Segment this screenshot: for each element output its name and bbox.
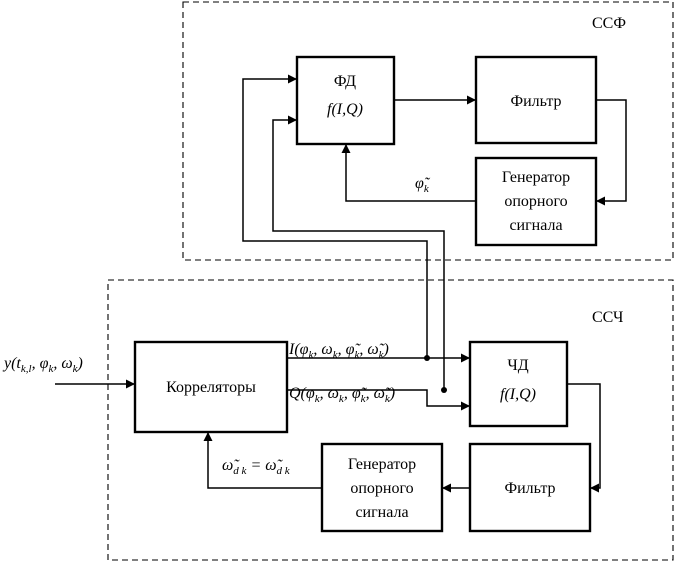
arrow-generator-bottom-to-correlators bbox=[203, 432, 322, 489]
chd-function: f(I,Q) bbox=[500, 386, 536, 403]
arrow-q-tap-to-fd bbox=[272, 115, 445, 390]
filter-top-label: Фильтр bbox=[510, 93, 561, 110]
phase-estimate-label: φ̃k bbox=[415, 175, 431, 195]
arrow-generator-top-to-fd bbox=[341, 144, 476, 202]
generator-top-block: Генератор опорного сигнала bbox=[474, 156, 598, 247]
arrow-i-tap-to-fd bbox=[242, 74, 428, 358]
fd-function: f(I,Q) bbox=[327, 101, 363, 118]
region-ssch-label: ССЧ bbox=[592, 309, 623, 326]
fd-block: ФД f(I,Q) bbox=[295, 55, 396, 146]
arrow-chd-to-filter bbox=[567, 383, 601, 493]
generator-top-line-3: сигнала bbox=[509, 217, 562, 234]
correlators-block: Корреляторы bbox=[133, 340, 289, 434]
generator-bottom-line-2: опорного bbox=[350, 480, 413, 497]
correlators-label: Корреляторы bbox=[166, 379, 256, 396]
input-signal-label: y(tk,l, φk, ωk) bbox=[2, 355, 83, 375]
generator-bottom-block: Генератор опорного сигнала bbox=[320, 442, 444, 533]
chd-block: ЧД f(I,Q) bbox=[468, 340, 569, 428]
freq-estimate-label: ω̃d k = ω̃d k bbox=[222, 457, 291, 477]
filter-bottom-label: Фильтр bbox=[504, 480, 555, 497]
filter-bottom-block: Фильтр bbox=[468, 442, 592, 533]
region-ssf-label: ССФ bbox=[592, 15, 626, 32]
region-ssf bbox=[182, 1, 674, 261]
junction-q bbox=[441, 387, 447, 393]
fd-label: ФД bbox=[334, 73, 356, 90]
generator-bottom-line-3: сигнала bbox=[355, 504, 408, 521]
q-signal-label: Q(φk, ωk, φ̃k, ω̃k) bbox=[289, 385, 395, 405]
generator-top-line-2: опорного bbox=[504, 193, 567, 210]
generator-bottom-line-1: Генератор bbox=[348, 456, 416, 473]
region-ssch bbox=[107, 279, 674, 561]
i-signal-label: I(φk, ωk, φ̃k, ω̃k) bbox=[288, 341, 389, 361]
arrow-filter-to-generator-top bbox=[596, 99, 627, 206]
filter-top-block: Фильтр bbox=[474, 55, 598, 145]
chd-label: ЧД bbox=[507, 357, 528, 374]
arrow-q-to-chd bbox=[287, 389, 470, 411]
generator-top-line-1: Генератор bbox=[502, 169, 570, 186]
